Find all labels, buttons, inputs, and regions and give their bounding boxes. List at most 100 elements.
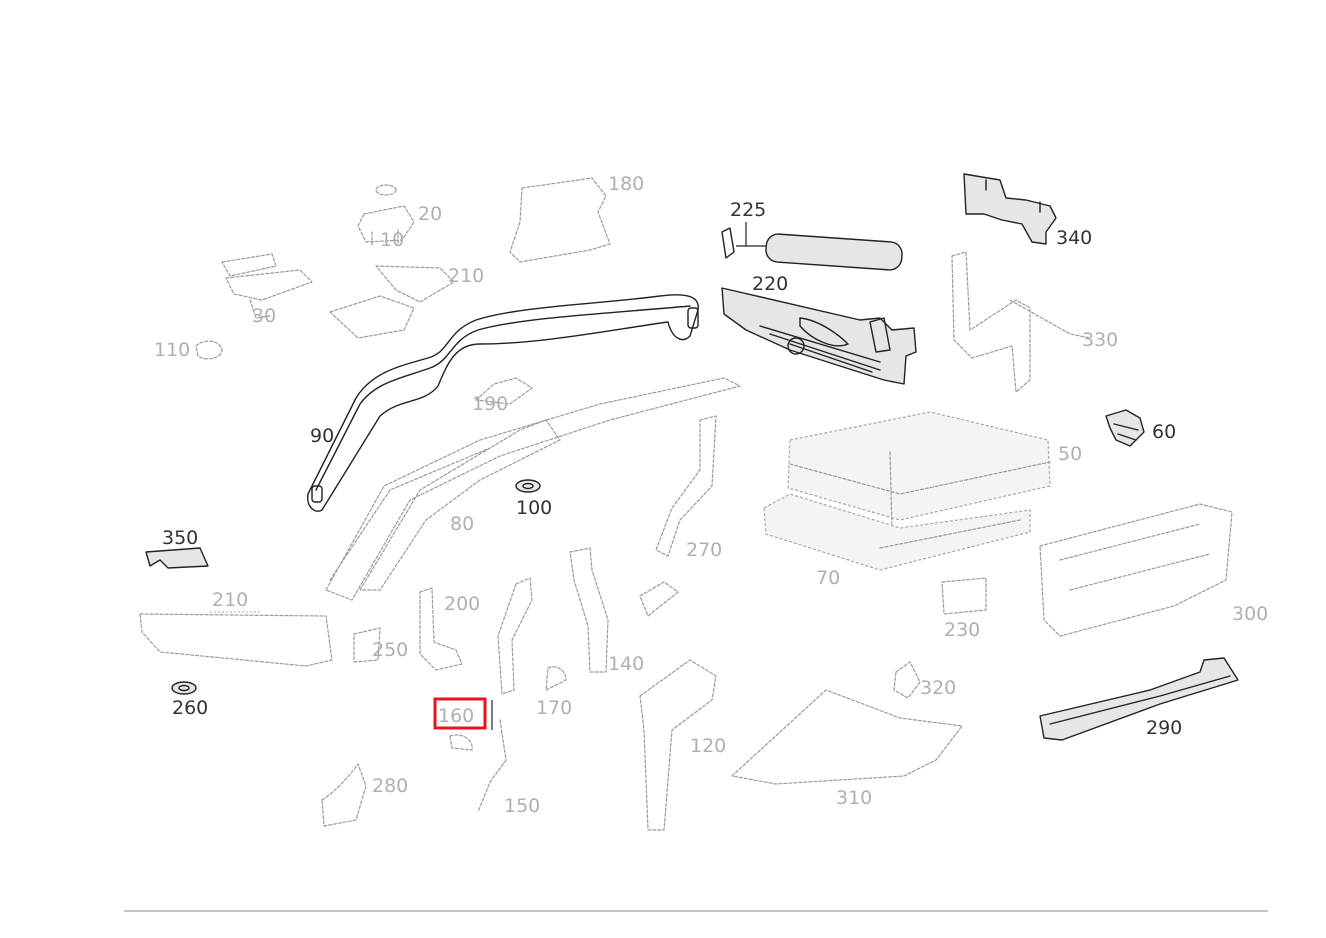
part-330-frame[interactable] <box>951 251 1091 393</box>
label-340[interactable]: 340 <box>1056 227 1092 249</box>
part-60-hose-shape[interactable] <box>639 659 717 831</box>
label-310[interactable]: 310 <box>836 787 872 809</box>
label-10[interactable]: 10 <box>380 229 404 251</box>
part-210-trim[interactable] <box>139 611 333 667</box>
part-10-body-shape[interactable] <box>357 205 415 243</box>
label-220[interactable]: 220 <box>752 273 788 295</box>
part-90-seal[interactable] <box>307 294 699 512</box>
part-330-arm <box>1009 299 1091 339</box>
part-300-housing[interactable] <box>1039 503 1233 637</box>
label-230[interactable]: 230 <box>944 619 980 641</box>
label-110[interactable]: 110 <box>154 339 190 361</box>
label-250[interactable]: 250 <box>372 639 408 661</box>
part-30-shape[interactable] <box>221 253 277 277</box>
part-labels: 20 10 180 210 30 110 90 190 80 100 225 2… <box>154 173 1268 817</box>
part-300-shape[interactable] <box>1039 503 1233 637</box>
part-260-hole <box>178 684 190 692</box>
part-90-end-cap <box>687 307 699 329</box>
label-160[interactable]: 160 <box>438 705 474 727</box>
label-100[interactable]: 100 <box>516 497 552 519</box>
part-70-shape[interactable] <box>763 493 1031 571</box>
part-270-hose-shape[interactable] <box>655 415 717 557</box>
label-150[interactable]: 150 <box>504 795 540 817</box>
part-110-screw-shape[interactable] <box>195 340 223 360</box>
part-30-bracket-shape[interactable] <box>225 269 313 301</box>
part-50-divider <box>889 451 893 531</box>
part-290-shape[interactable] <box>1039 657 1239 741</box>
part-80-bracket-shape[interactable] <box>359 419 561 591</box>
part-60-clip[interactable] <box>1105 409 1145 447</box>
label-290[interactable]: 290 <box>1146 717 1182 739</box>
label-280[interactable]: 280 <box>372 775 408 797</box>
part-210-trim-shape[interactable] <box>139 613 333 667</box>
part-220-shape[interactable] <box>721 287 917 385</box>
part-350-bracket-shape[interactable] <box>353 627 381 663</box>
part-225-clip-shape[interactable] <box>721 227 735 259</box>
part-30-tab-shape[interactable] <box>249 299 271 319</box>
part-190-clip-shape[interactable] <box>475 377 533 405</box>
part-340-bracket[interactable] <box>963 173 1057 245</box>
label-180[interactable]: 180 <box>608 173 644 195</box>
part-10-cap-shape[interactable] <box>375 184 397 196</box>
part-100-hole <box>522 482 534 490</box>
label-140[interactable]: 140 <box>608 653 644 675</box>
part-220-slot <box>799 317 849 347</box>
label-260[interactable]: 260 <box>172 697 208 719</box>
part-260-grommet[interactable] <box>171 681 197 695</box>
label-330[interactable]: 330 <box>1082 329 1118 351</box>
part-300-ribs <box>1059 523 1211 591</box>
label-120[interactable]: 120 <box>690 735 726 757</box>
label-270[interactable]: 270 <box>686 539 722 561</box>
part-225-duct[interactable] <box>721 222 903 271</box>
part-340-shape[interactable] <box>963 173 1057 245</box>
label-210[interactable]: 210 <box>212 589 248 611</box>
label-20[interactable]: 20 <box>418 203 442 225</box>
label-320[interactable]: 320 <box>920 677 956 699</box>
part-50-shape[interactable] <box>787 411 1051 521</box>
part-350-shape[interactable] <box>145 547 209 569</box>
label-70[interactable]: 70 <box>816 567 840 589</box>
part-350-block[interactable] <box>145 547 209 569</box>
part-100-grommet[interactable] <box>515 479 541 493</box>
part-210-arm-shape[interactable] <box>375 265 455 303</box>
part-200-bracket-shape[interactable] <box>419 587 463 671</box>
part-270-end-shape[interactable] <box>639 581 679 617</box>
label-90[interactable]: 90 <box>310 425 334 447</box>
label-300[interactable]: 300 <box>1232 603 1268 625</box>
label-170[interactable]: 170 <box>536 697 572 719</box>
part-90-inner-line <box>315 305 691 491</box>
part-140-duct-shape[interactable] <box>569 547 609 673</box>
part-190-lower-shape[interactable] <box>449 734 473 751</box>
label-30[interactable]: 30 <box>252 305 276 327</box>
part-group-blocks <box>763 411 1051 571</box>
part-225-tube-shape[interactable] <box>765 233 903 271</box>
part-180-panel-shape[interactable] <box>509 177 611 263</box>
label-80[interactable]: 80 <box>450 513 474 535</box>
label-50[interactable]: 50 <box>1058 443 1082 465</box>
part-330-shape[interactable] <box>951 251 1031 393</box>
label-190[interactable]: 190 <box>472 393 508 415</box>
part-60-shape[interactable] <box>1105 409 1145 447</box>
part-220-housing[interactable] <box>721 287 917 385</box>
part-160-hose-shape[interactable] <box>497 577 533 695</box>
label-60[interactable]: 60 <box>1152 421 1176 443</box>
selected-callout-highlight[interactable] <box>433 697 487 730</box>
part-280-mount-shape[interactable] <box>321 763 367 827</box>
part-90-shape[interactable] <box>307 294 699 512</box>
label-350[interactable]: 350 <box>162 527 198 549</box>
part-170-clip-shape[interactable] <box>545 666 567 691</box>
label-200[interactable]: 200 <box>444 593 480 615</box>
part-240-rail-shape[interactable] <box>325 377 741 601</box>
part-290-rail[interactable] <box>1039 657 1239 741</box>
part-320-clip-shape[interactable] <box>893 661 921 699</box>
label-225[interactable]: 225 <box>730 199 766 221</box>
part-310-tray-shape[interactable] <box>731 689 963 785</box>
part-10-legs-shape[interactable] <box>371 229 399 247</box>
part-210-plate-shape[interactable] <box>329 295 415 339</box>
part-260-shape[interactable] <box>171 681 197 695</box>
part-100-shape[interactable] <box>515 479 541 493</box>
label-210-top[interactable]: 210 <box>448 265 484 287</box>
part-150-line[interactable] <box>477 719 507 813</box>
part-230-bracket-shape[interactable] <box>941 577 987 615</box>
